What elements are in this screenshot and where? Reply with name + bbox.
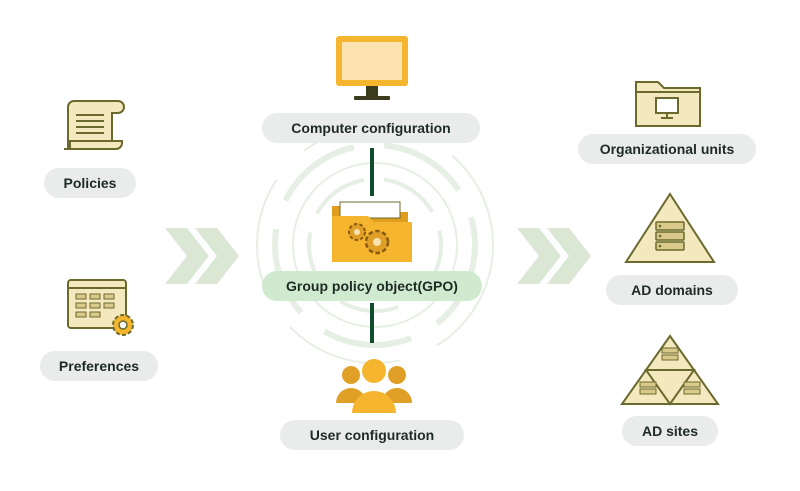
settings-grid-icon (67, 279, 134, 336)
left-chevrons-icon (165, 228, 239, 284)
preferences-label: Preferences (40, 351, 158, 381)
organizational-units-label: Organizational units (578, 134, 756, 164)
server-triangle-icon (624, 192, 716, 263)
folder-monitor-icon (635, 81, 701, 127)
sites-triangle-icon (620, 334, 720, 406)
policies-label: Policies (44, 168, 136, 198)
connector-top (370, 148, 374, 196)
ad-sites-label: AD sites (622, 416, 718, 446)
computer-configuration-label: Computer configuration (262, 113, 480, 143)
policy-scroll-icon (64, 100, 125, 150)
right-chevrons-icon (517, 228, 591, 284)
gpo-label: Group policy object(GPO) (262, 271, 482, 301)
connector-bottom (370, 303, 374, 343)
user-configuration-label: User configuration (280, 420, 464, 450)
gear-folder-icon (332, 201, 412, 262)
users-icon (336, 359, 412, 413)
ad-domains-label: AD domains (606, 275, 738, 305)
monitor-icon (336, 36, 408, 100)
